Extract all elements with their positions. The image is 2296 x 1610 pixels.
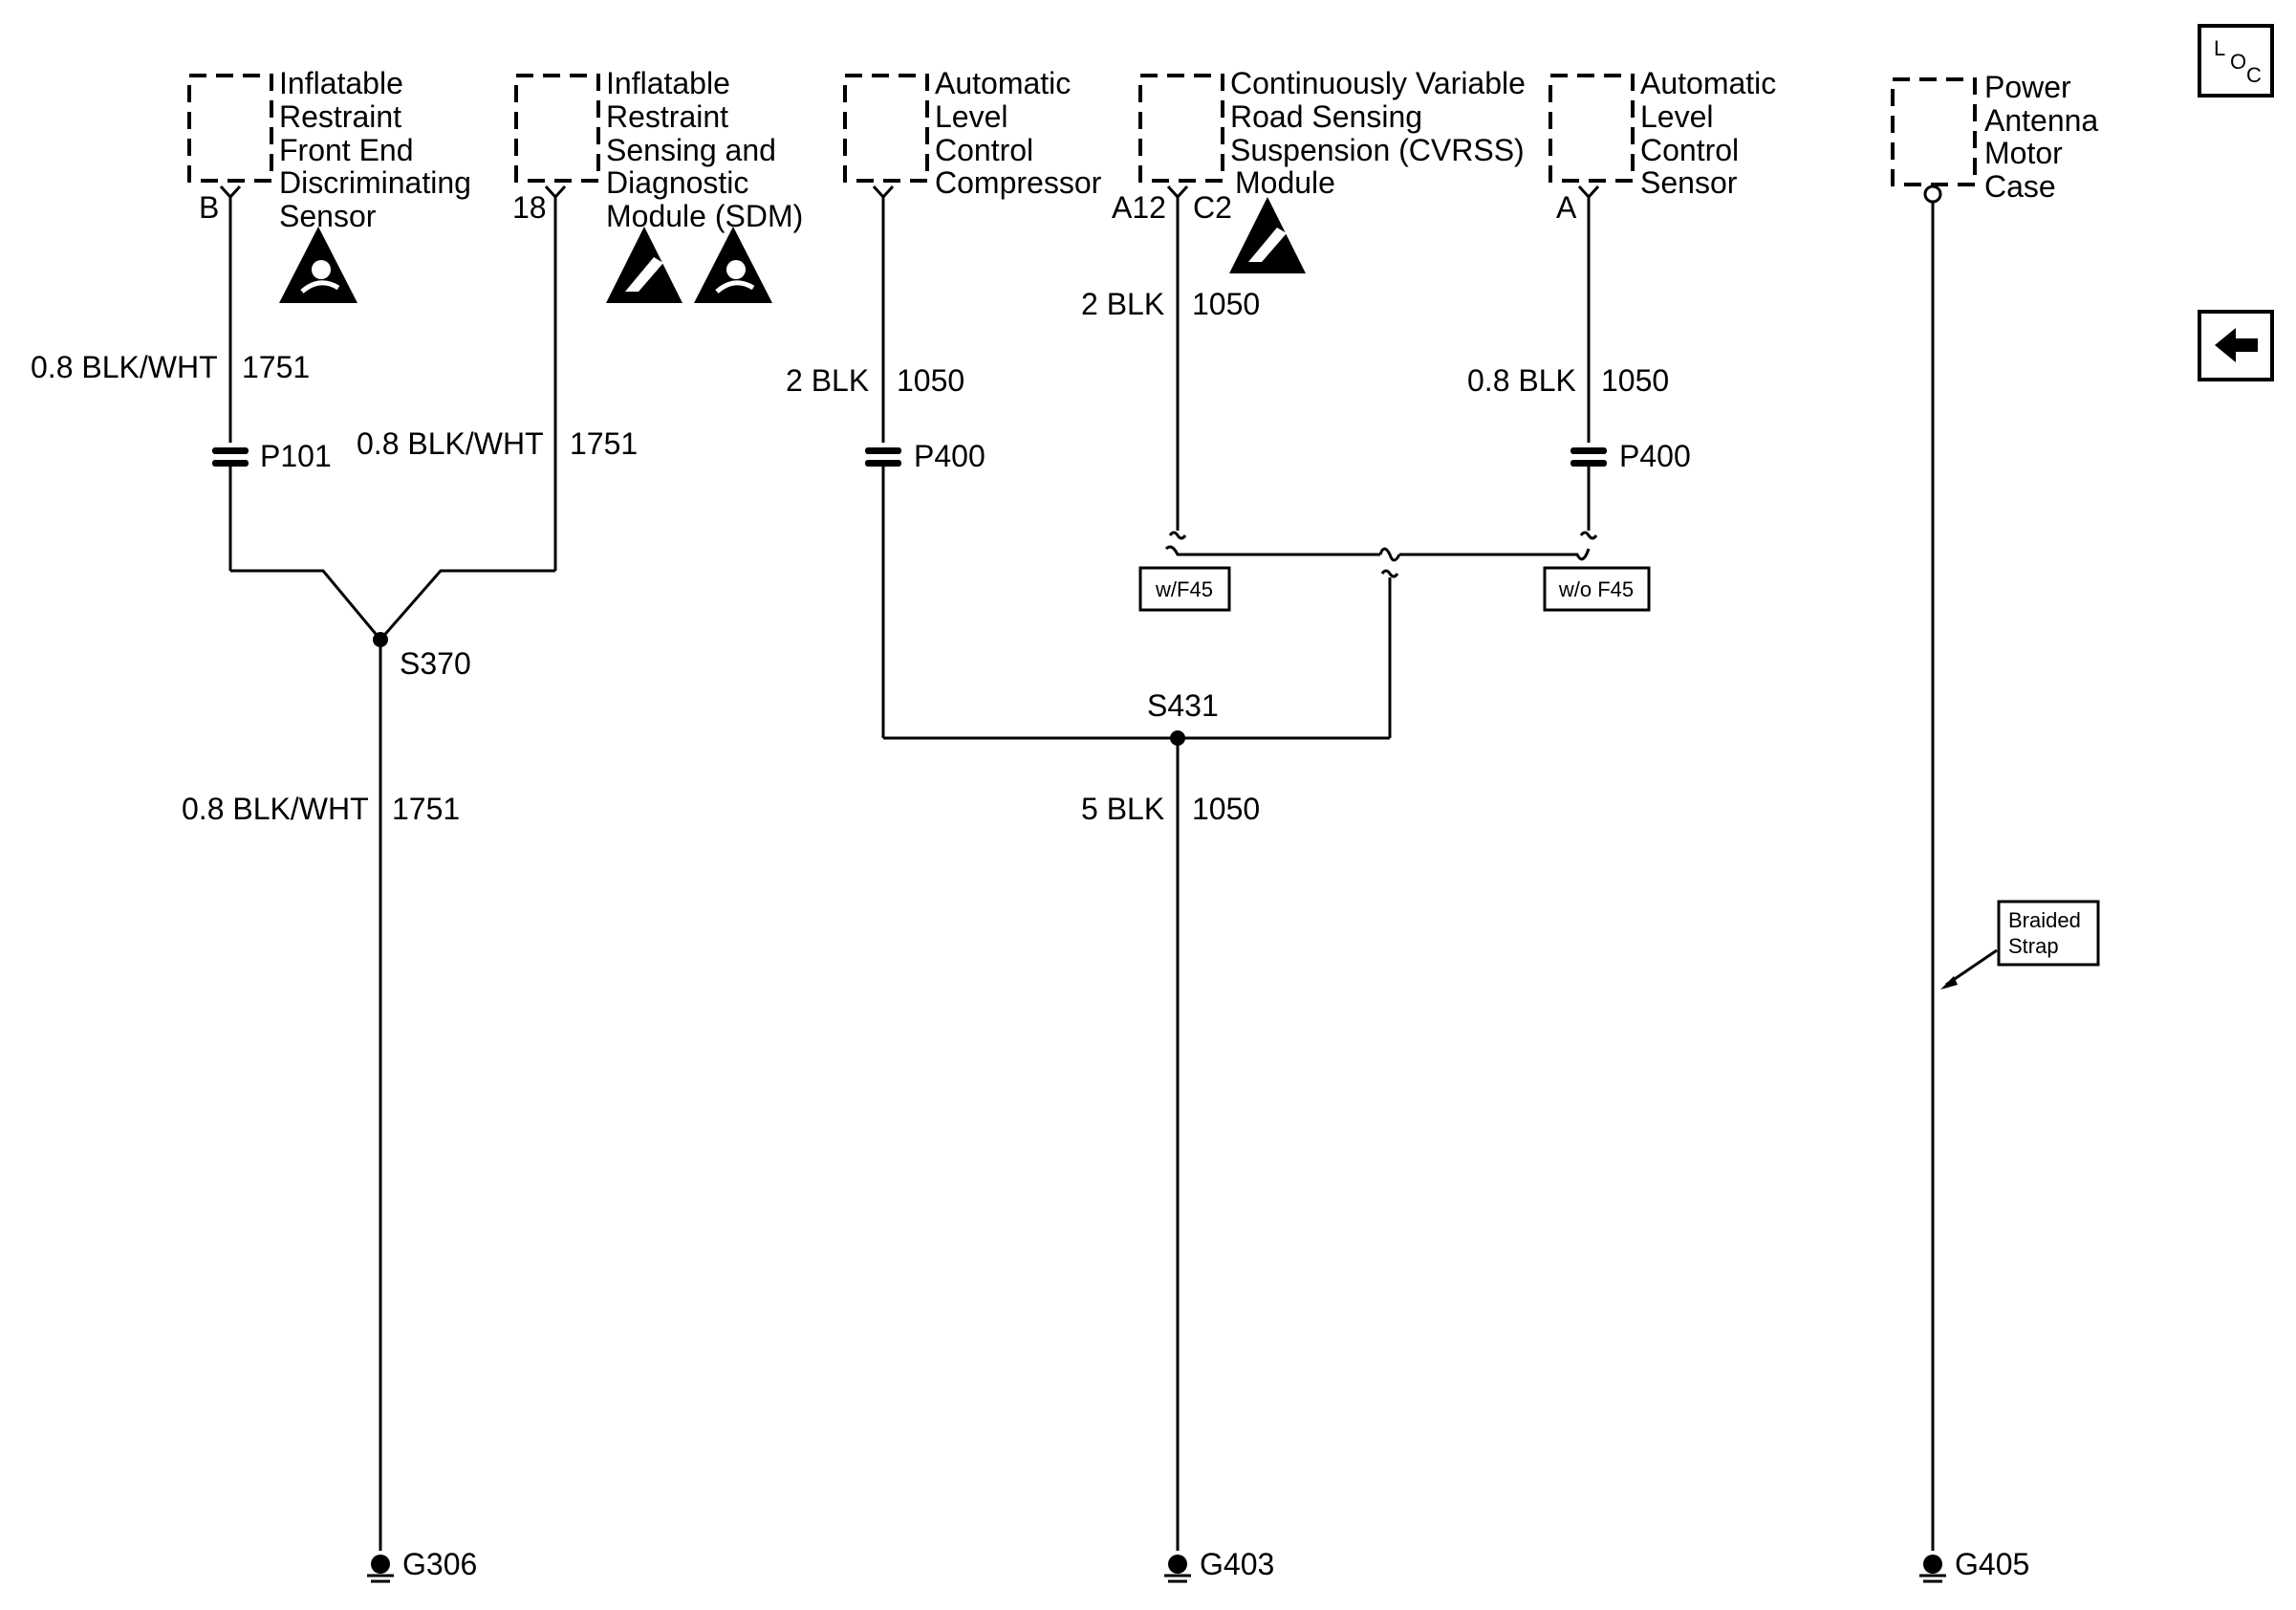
svg-text:1050: 1050 bbox=[1192, 792, 1260, 826]
svg-text:G306: G306 bbox=[402, 1547, 477, 1581]
svg-text:Restraint: Restraint bbox=[606, 99, 728, 134]
svg-text:Restraint: Restraint bbox=[279, 99, 401, 134]
wire-compressor: 2 BLK 1050 bbox=[786, 197, 964, 443]
svg-text:Strap: Strap bbox=[2008, 934, 2059, 958]
inline-connector-p400-left: P400 bbox=[865, 439, 986, 473]
svg-text:Compressor: Compressor bbox=[935, 165, 1102, 200]
back-button[interactable] bbox=[2198, 310, 2274, 381]
svg-text:Diagnostic: Diagnostic bbox=[606, 165, 748, 200]
wire-s370-g306: 0.8 BLK/WHT 1751 bbox=[182, 640, 460, 1551]
svg-text:1751: 1751 bbox=[392, 792, 460, 826]
svg-text:Road Sensing: Road Sensing bbox=[1230, 99, 1422, 134]
component-front-end-sensor: Inflatable Restraint Front End Discrimin… bbox=[187, 66, 471, 233]
esd-warning-icon bbox=[1229, 197, 1306, 273]
svg-text:0.8 BLK/WHT: 0.8 BLK/WHT bbox=[182, 792, 369, 826]
svg-text:Sensor: Sensor bbox=[1640, 165, 1738, 200]
svg-text:1050: 1050 bbox=[1601, 363, 1669, 398]
svg-text:0.8 BLK/WHT: 0.8 BLK/WHT bbox=[31, 350, 218, 384]
wire-alc-sensor: 0.8 BLK 1050 bbox=[1467, 197, 1669, 443]
svg-text:Inflatable: Inflatable bbox=[279, 66, 403, 100]
component-alc-sensor: Automatic Level Control Sensor A bbox=[1549, 66, 1776, 225]
pin-label: A bbox=[1556, 190, 1577, 225]
svg-text:1751: 1751 bbox=[570, 426, 638, 461]
svg-text:Level: Level bbox=[1640, 99, 1714, 134]
svg-text:Continuously Variable: Continuously Variable bbox=[1230, 66, 1526, 100]
svg-text:Automatic: Automatic bbox=[935, 66, 1071, 100]
svg-text:0.8 BLK/WHT: 0.8 BLK/WHT bbox=[357, 426, 544, 461]
esd-warning-icon bbox=[606, 227, 682, 303]
eyelet-terminal bbox=[1923, 185, 1942, 204]
svg-text:Inflatable: Inflatable bbox=[606, 66, 730, 100]
callout-braided-strap: Braided Strap bbox=[1940, 900, 2100, 990]
option-label-with-f45: w/F45 bbox=[1138, 566, 1231, 612]
ground-g306: G306 bbox=[367, 1547, 477, 1583]
component-cvrss-module: Continuously Variable Road Sensing Suspe… bbox=[1112, 66, 1526, 225]
svg-text:w/o F45: w/o F45 bbox=[1558, 577, 1634, 601]
svg-text:1050: 1050 bbox=[1192, 287, 1260, 321]
pin-label: A12 bbox=[1112, 190, 1166, 225]
svg-text:Suspension (CVRSS): Suspension (CVRSS) bbox=[1230, 133, 1525, 167]
svg-text:w/F45: w/F45 bbox=[1155, 577, 1213, 601]
svg-text:2 BLK: 2 BLK bbox=[1081, 287, 1164, 321]
inline-connector-p101: P101 bbox=[212, 439, 332, 473]
svg-text:G405: G405 bbox=[1955, 1547, 2029, 1581]
option-label-without-f45: w/o F45 bbox=[1543, 566, 1651, 612]
svg-text:Braided: Braided bbox=[2008, 908, 2081, 932]
airbag-warning-icon bbox=[694, 227, 772, 303]
svg-text:Antenna: Antenna bbox=[1984, 103, 2098, 138]
svg-text:O: O bbox=[2230, 50, 2246, 74]
svg-text:5 BLK: 5 BLK bbox=[1081, 792, 1164, 826]
svg-text:P400: P400 bbox=[914, 439, 986, 473]
svg-text:1751: 1751 bbox=[242, 350, 310, 384]
component-power-antenna: Power Antenna Motor Case bbox=[1891, 70, 2098, 204]
splice-s431: S431 bbox=[1147, 688, 1219, 746]
component-alc-compressor: Automatic Level Control Compressor bbox=[843, 66, 1102, 200]
svg-text:1050: 1050 bbox=[897, 363, 964, 398]
svg-text:L: L bbox=[2214, 36, 2225, 60]
left-arrow-icon bbox=[2215, 328, 2258, 362]
wire-s431-g403: 5 BLK 1050 bbox=[1081, 738, 1260, 1551]
wire-front-sensor: 0.8 BLK/WHT 1751 bbox=[31, 197, 310, 443]
pin-label: B bbox=[199, 190, 219, 225]
ground-g405: G405 bbox=[1919, 1547, 2029, 1583]
ground-g403: G403 bbox=[1164, 1547, 1274, 1583]
svg-text:Power: Power bbox=[1984, 70, 2071, 104]
arrowhead-icon bbox=[1940, 976, 1958, 990]
svg-text:Control: Control bbox=[1640, 133, 1739, 167]
svg-text:Front End: Front End bbox=[279, 133, 414, 167]
connector-label: C2 bbox=[1193, 190, 1232, 225]
location-button[interactable]: L O C bbox=[2198, 24, 2274, 98]
svg-text:0.8 BLK: 0.8 BLK bbox=[1467, 363, 1576, 398]
svg-text:S370: S370 bbox=[400, 646, 471, 681]
svg-text:Motor: Motor bbox=[1984, 136, 2063, 170]
component-sdm: Inflatable Restraint Sensing and Diagnos… bbox=[512, 66, 803, 233]
svg-text:Module: Module bbox=[1235, 165, 1335, 200]
pin-label: 18 bbox=[512, 190, 547, 225]
splice-s370: S370 bbox=[373, 632, 471, 681]
svg-text:Level: Level bbox=[935, 99, 1008, 134]
wire-sdm: 0.8 BLK/WHT 1751 bbox=[357, 197, 638, 571]
airbag-warning-icon bbox=[279, 227, 357, 303]
svg-text:S431: S431 bbox=[1147, 688, 1219, 723]
inline-connector-p400-right: P400 bbox=[1570, 439, 1691, 473]
svg-text:P400: P400 bbox=[1619, 439, 1691, 473]
svg-text:Discriminating: Discriminating bbox=[279, 165, 471, 200]
svg-text:Automatic: Automatic bbox=[1640, 66, 1776, 100]
svg-text:Control: Control bbox=[935, 133, 1033, 167]
svg-text:P101: P101 bbox=[260, 439, 332, 473]
svg-text:Sensor: Sensor bbox=[279, 199, 377, 233]
svg-text:Module (SDM): Module (SDM) bbox=[606, 199, 803, 233]
svg-text:G403: G403 bbox=[1200, 1547, 1274, 1581]
wire-cvrss: 2 BLK 1050 bbox=[1081, 197, 1260, 531]
svg-text:2 BLK: 2 BLK bbox=[786, 363, 869, 398]
svg-text:C: C bbox=[2246, 63, 2262, 87]
svg-text:Case: Case bbox=[1984, 169, 2056, 204]
svg-text:Sensing and: Sensing and bbox=[606, 133, 776, 167]
